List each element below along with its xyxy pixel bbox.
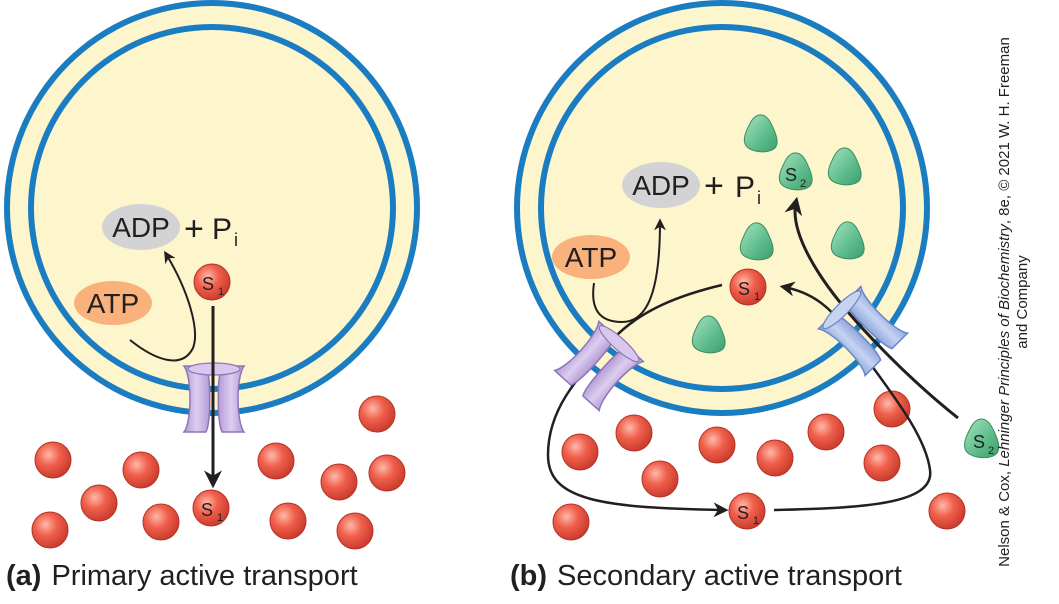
s1-dot [807, 413, 845, 451]
primary-pump-a [182, 362, 246, 433]
svg-text:1: 1 [218, 286, 224, 298]
s1-dot [552, 503, 590, 541]
s1-dot [615, 414, 653, 452]
svg-text:ATP: ATP [565, 242, 617, 273]
svg-text:ADP: ADP [632, 170, 690, 201]
s1-dot [561, 433, 599, 471]
hydrolysis-arrow-a [129, 250, 196, 362]
s1-dot [34, 441, 72, 479]
s1-efflux-loop-b [546, 283, 729, 518]
s1-dot [873, 390, 911, 428]
s1-dot [698, 426, 736, 464]
credit-post: , 8e, © 2021 W. H. Freeman [996, 37, 1013, 225]
s1-dot [756, 439, 794, 477]
s1-dot [320, 463, 358, 501]
s1-dot [358, 395, 396, 433]
adp-label-b: ADP [622, 162, 700, 208]
svg-text:S: S [201, 500, 213, 520]
primary-pump-b [553, 319, 645, 413]
s1-molecule-inside-b: S 1 [729, 268, 767, 306]
s1-dot [122, 451, 160, 489]
s1-dot [336, 512, 374, 550]
s1-pool-b [552, 390, 966, 541]
caption-b-text: Secondary active transport [557, 560, 902, 592]
credit-pre: Nelson & Cox, [996, 466, 1013, 567]
panel-b: S 2 ADP + P i ATP S 1 [514, 0, 1000, 541]
s1-molecule-outside-b: S 1 [728, 492, 766, 530]
adp-label-a: ADP [102, 204, 180, 250]
s1-dot [257, 442, 295, 480]
svg-text:P: P [212, 213, 232, 246]
s1-dot [368, 454, 406, 492]
s1-dot [641, 460, 679, 498]
svg-text:i: i [757, 188, 761, 208]
s1-return-path-b [773, 281, 932, 512]
svg-text:S: S [973, 432, 985, 452]
svg-text:2: 2 [988, 445, 994, 457]
svg-text:1: 1 [753, 515, 759, 527]
s1-molecule-inside-a: S 1 [193, 263, 231, 301]
svg-text:S: S [738, 279, 750, 299]
svg-text:S: S [202, 274, 214, 294]
hydrolysis-arrow-b [592, 218, 666, 324]
s1-dot [269, 502, 307, 540]
s2-molecule-inside-b: S 2 [778, 152, 813, 191]
caption-a-letter: (a) [6, 560, 42, 592]
svg-text:ADP: ADP [112, 212, 170, 243]
phosphate-label-a: P i [212, 213, 238, 250]
panel-a: ADP + P i ATP S 1 S 1 [4, 0, 420, 550]
svg-text:S: S [785, 165, 797, 185]
credit-title: Lehninger Principles of Biochemistry [996, 224, 1013, 467]
svg-text:1: 1 [217, 512, 223, 524]
cell-membrane-b [514, 0, 930, 416]
credit-line2: and Company [1014, 255, 1031, 349]
svg-text:P: P [735, 171, 755, 204]
svg-text:S: S [737, 503, 749, 523]
svg-text:i: i [234, 230, 238, 250]
s1-pool-a [31, 395, 406, 550]
caption-a: (a) Primary active transport [6, 560, 358, 593]
atp-label-b: ATP [552, 235, 630, 279]
s1-dot [928, 492, 966, 530]
svg-text:2: 2 [800, 178, 806, 190]
s2-cotransport-arrow-b [784, 196, 959, 420]
caption-a-text: Primary active transport [51, 560, 358, 592]
s1-dot [142, 503, 180, 541]
atp-label-a: ATP [74, 281, 152, 325]
plus-sign-a: + [184, 210, 204, 248]
caption-b-letter: (b) [510, 560, 548, 592]
s1-dot [863, 444, 901, 482]
svg-text:ATP: ATP [87, 288, 139, 319]
s1-dot [80, 484, 118, 522]
s1-dot [31, 511, 69, 549]
plus-sign-b: + [704, 167, 724, 205]
phosphate-label-b: P i [735, 171, 761, 208]
s2-molecule-outside-b: S 2 [964, 418, 1000, 459]
caption-b: (b) Secondary active transport [510, 560, 902, 593]
symporter-b [816, 284, 910, 378]
s1-molecule-outside-a: S 1 [192, 489, 230, 527]
svg-text:1: 1 [754, 291, 760, 303]
